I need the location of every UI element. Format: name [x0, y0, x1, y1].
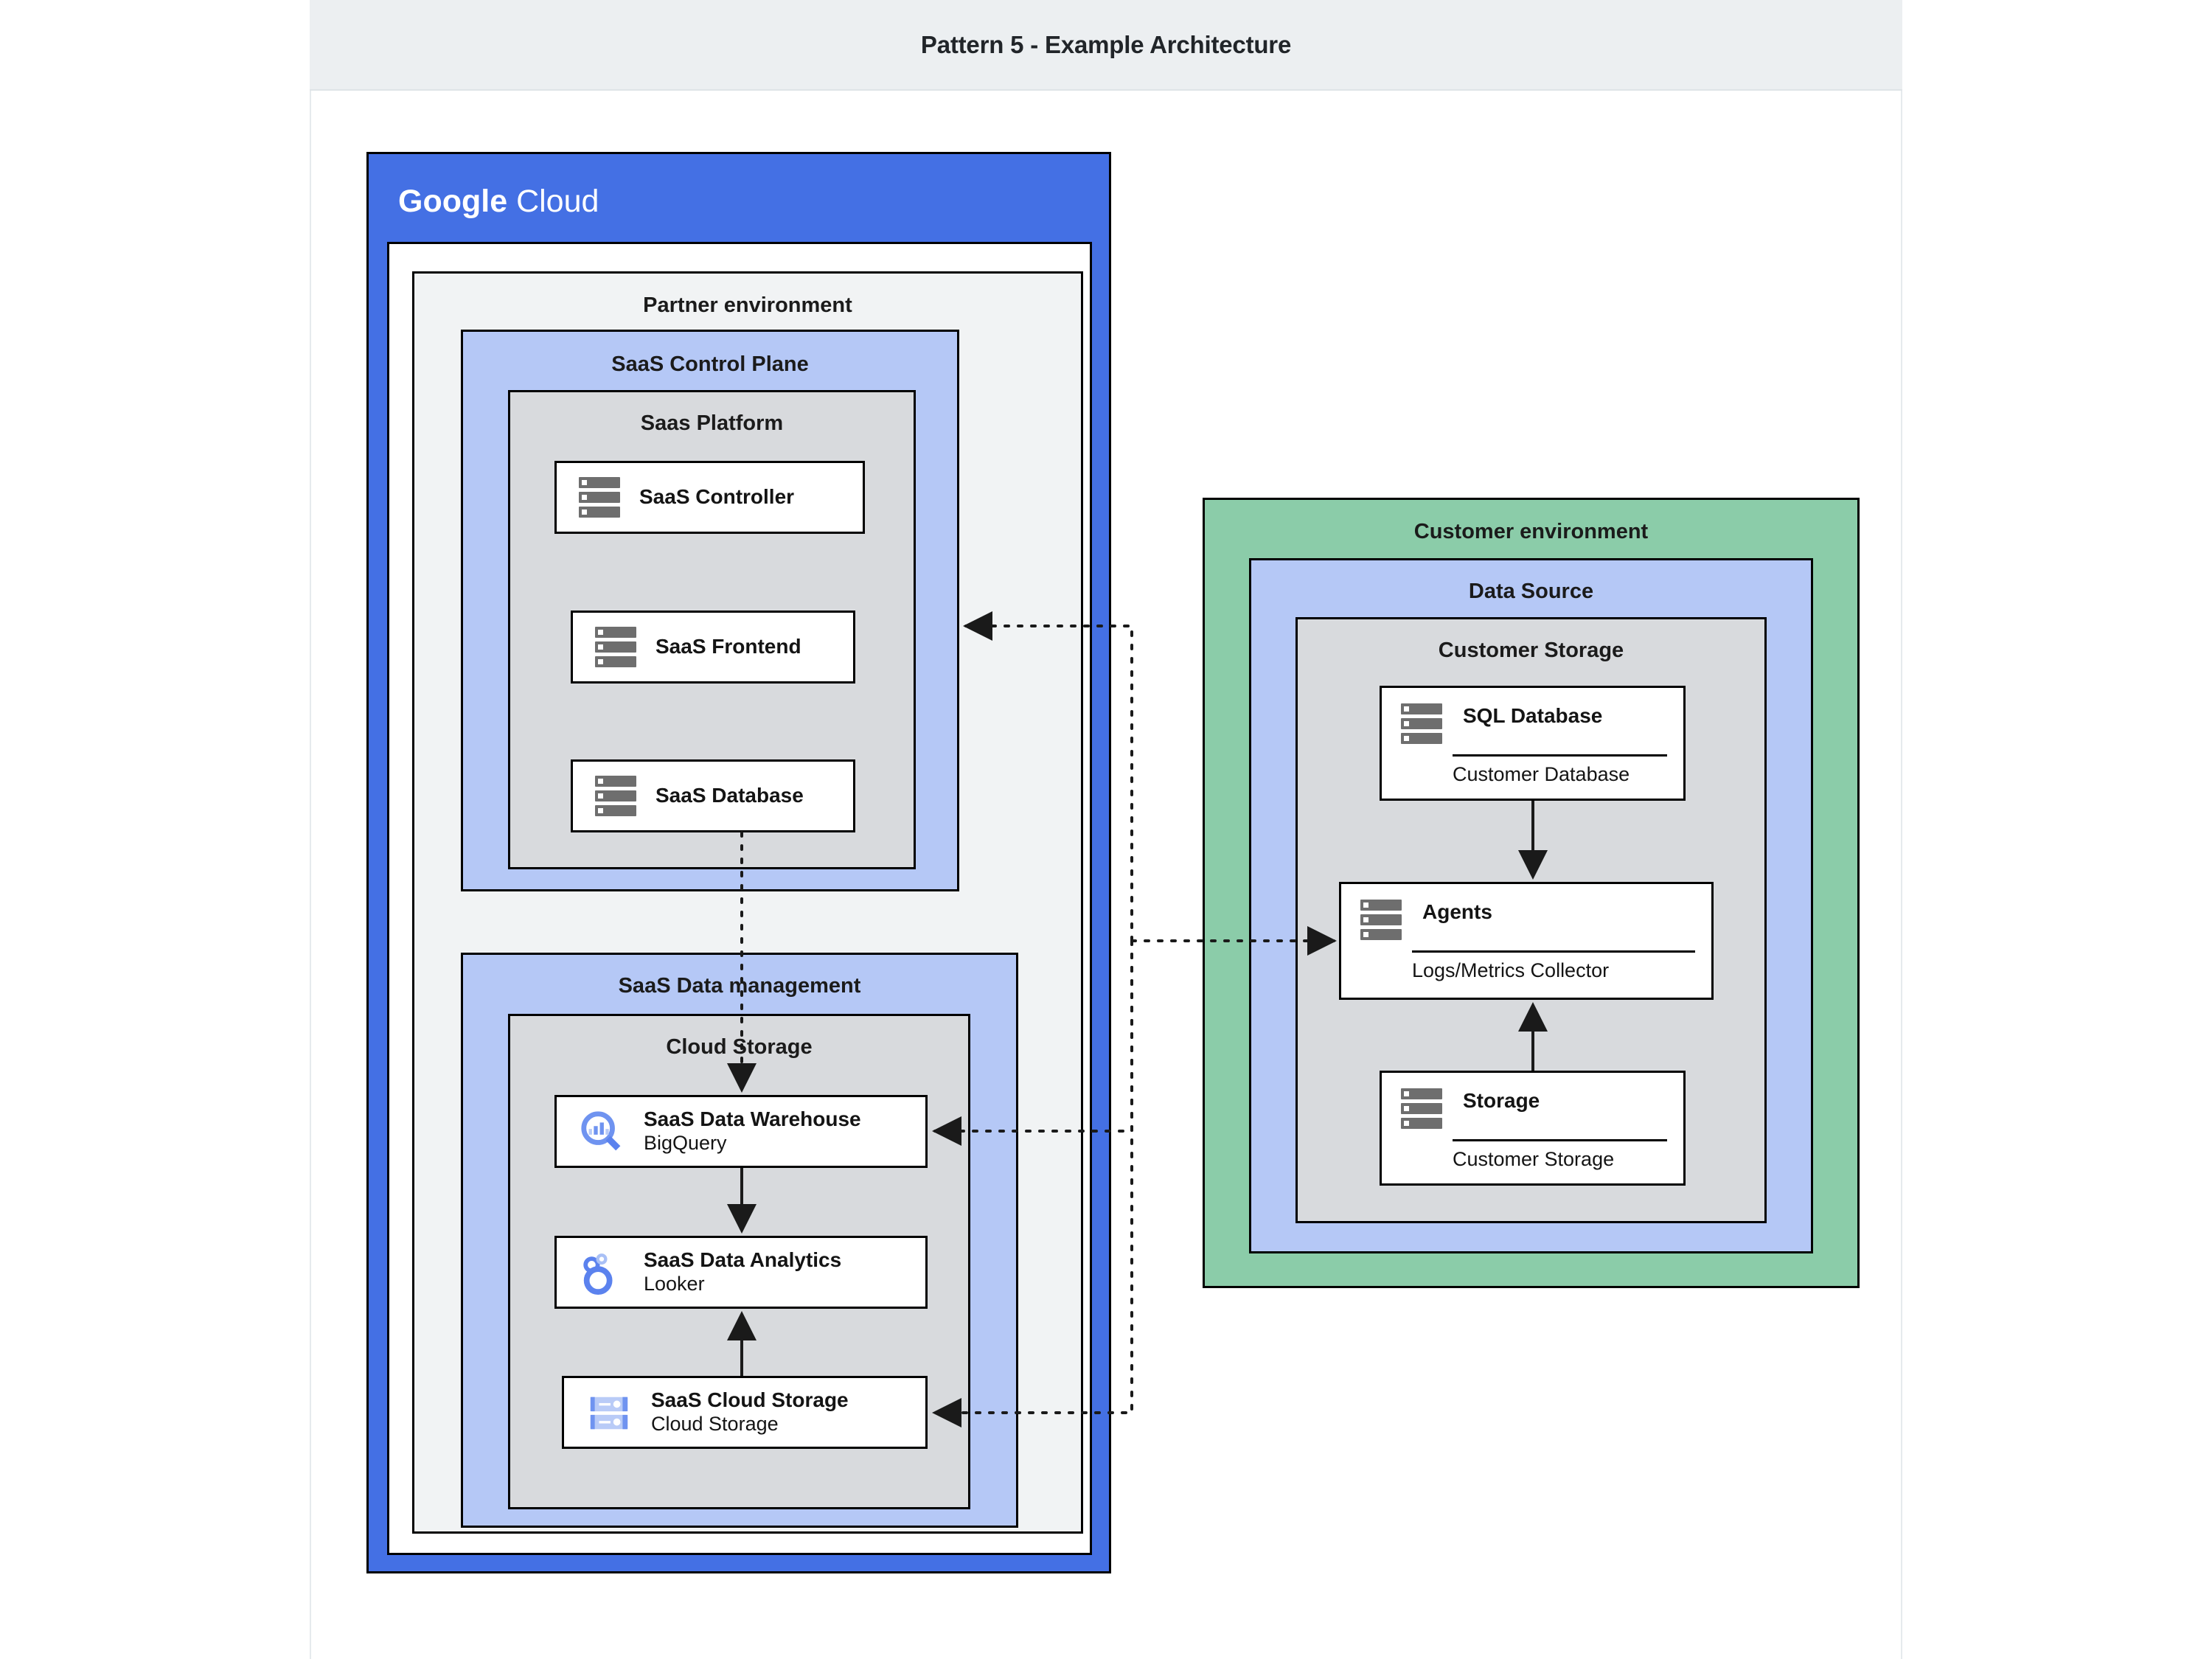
node-subtitle: Customer Database: [1453, 763, 1630, 785]
node-subtitle: BigQuery: [644, 1132, 727, 1155]
node-subtitle: Logs/Metrics Collector: [1412, 959, 1610, 981]
saas-control-plane-label: SaaS Control Plane: [611, 352, 809, 376]
node-title: SaaS Cloud Storage: [651, 1388, 849, 1412]
node-saas-data-warehouse[interactable]: SaaS Data Warehouse BigQuery: [554, 1095, 928, 1168]
data-source-label: Data Source: [1468, 580, 1594, 603]
partner-environment-label: Partner environment: [643, 293, 852, 317]
node-subtitle: Looker: [644, 1273, 705, 1295]
node-saas-controller[interactable]: SaaS Controller: [554, 461, 865, 534]
node-title: SaaS Data Analytics: [644, 1248, 842, 1272]
saas-platform-label: Saas Platform: [640, 411, 784, 435]
customer-environment-label: Customer environment: [1413, 520, 1649, 543]
node-title: SaaS Database: [655, 784, 804, 807]
node-saas-frontend[interactable]: SaaS Frontend: [571, 611, 855, 684]
node-storage[interactable]: Storage Customer Storage: [1380, 1071, 1686, 1186]
node-title: SaaS Frontend: [655, 635, 801, 658]
server-stack-icon: [1401, 703, 1442, 744]
server-stack-icon: [595, 627, 636, 668]
node-title: SaaS Controller: [639, 485, 795, 509]
looker-icon: [579, 1250, 625, 1295]
node-subtitle: Cloud Storage: [651, 1413, 779, 1436]
node-saas-database[interactable]: SaaS Database: [571, 759, 855, 832]
node-title: SQL Database: [1463, 704, 1603, 727]
page-title: Pattern 5 - Example Architecture: [920, 30, 1292, 58]
server-stack-icon: [1401, 1088, 1442, 1129]
customer-storage-label: Customer Storage: [1438, 639, 1624, 662]
node-sql-database[interactable]: SQL Database Customer Database: [1380, 686, 1686, 801]
node-saas-data-analytics[interactable]: SaaS Data Analytics Looker: [554, 1236, 928, 1309]
google-cloud-logo-cloud: Cloud: [516, 184, 599, 219]
cloud-storage-group-label: Cloud Storage: [666, 1035, 813, 1059]
bigquery-icon: [579, 1109, 625, 1155]
node-title: Storage: [1463, 1089, 1540, 1112]
node-saas-cloud-storage[interactable]: SaaS Cloud Storage Cloud Storage: [562, 1376, 928, 1449]
node-subtitle: Customer Storage: [1453, 1148, 1615, 1170]
node-divider: [1453, 754, 1667, 757]
server-stack-icon: [579, 477, 620, 518]
node-divider: [1453, 1139, 1667, 1141]
cloud-storage-icon: [586, 1390, 632, 1436]
server-stack-icon: [595, 776, 636, 817]
server-stack-icon: [1360, 899, 1402, 940]
node-agents[interactable]: Agents Logs/Metrics Collector: [1339, 882, 1714, 1000]
node-title: Agents: [1422, 900, 1492, 923]
node-title: SaaS Data Warehouse: [644, 1107, 861, 1131]
node-divider: [1412, 950, 1695, 953]
saas-data-management-label: SaaS Data management: [618, 974, 861, 998]
google-cloud-logo: Google Cloud: [398, 184, 599, 220]
google-cloud-logo-google: Google: [398, 184, 508, 219]
diagram-title-bar: Pattern 5 - Example Architecture: [310, 0, 1902, 91]
